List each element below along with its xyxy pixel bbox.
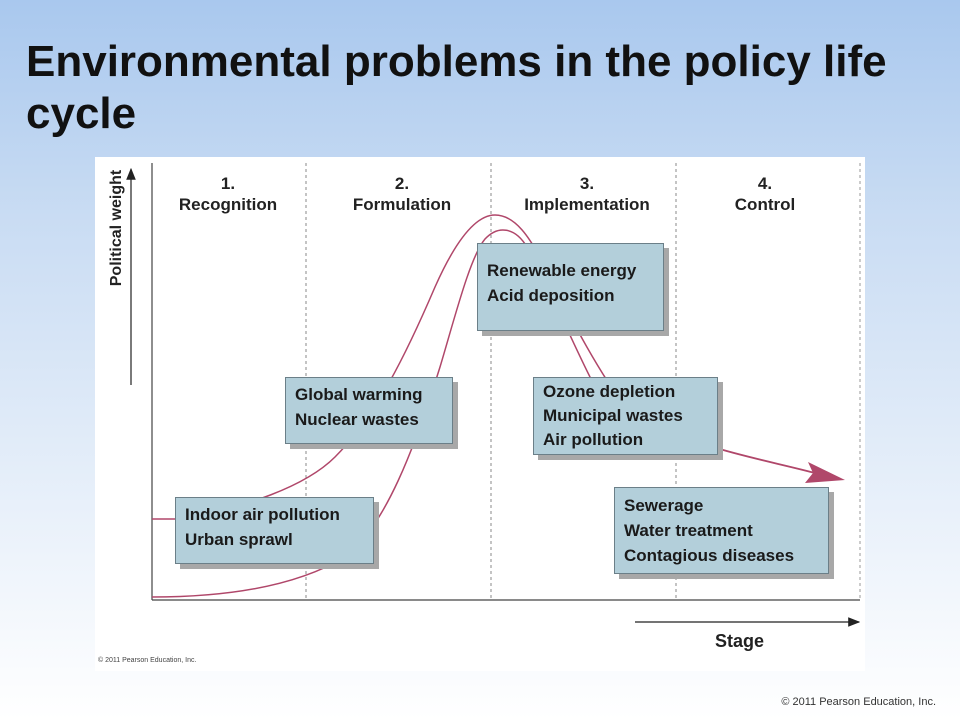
box-formulation-problems: Global warming Nuclear wastes <box>285 377 453 444</box>
problem-item: Nuclear wastes <box>295 410 419 429</box>
x-axis-label: Stage <box>715 631 765 651</box>
figure-credit: © 2011 Pearson Education, Inc. <box>98 657 197 664</box>
decline-arrow-line <box>712 446 816 474</box>
box-implementation-peak-problems: Renewable energy Acid deposition <box>477 243 664 331</box>
life-cycle-curve-inner <box>151 229 716 598</box>
problem-item: Ozone depletion <box>543 382 676 401</box>
stage-label-recognition: 1. Recognition <box>143 173 313 215</box>
slide-credit: © 2011 Pearson Education, Inc. <box>781 696 936 708</box>
stage-label-formulation: 2. Formulation <box>317 173 487 215</box>
slide-title: Environmental problems in the policy lif… <box>26 37 887 138</box>
problem-item: Acid deposition <box>487 286 615 305</box>
policy-life-cycle-diagram: 1. Recognition 2. Formulation 3. Impleme… <box>95 157 865 671</box>
stage-name: Formulation <box>352 195 452 214</box>
problem-item: Air pollution <box>543 430 644 449</box>
stage-number: 1. <box>220 174 236 193</box>
stage-label-implementation: 3. Implementation <box>502 173 672 215</box>
stage-label-control: 4. Control <box>680 173 850 215</box>
problem-item: Global warming <box>295 385 423 404</box>
stage-number: 2. <box>394 174 410 193</box>
problem-item: Urban sprawl <box>185 530 293 549</box>
problem-item: Sewerage <box>624 496 704 515</box>
stage-name: Control <box>734 195 796 214</box>
problem-item: Indoor air pollution <box>185 505 340 524</box>
problem-item: Contagious diseases <box>624 546 795 565</box>
y-axis-label: Political weight <box>108 169 125 287</box>
stage-number: 3. <box>579 174 595 193</box>
problem-item: Municipal wastes <box>543 406 683 425</box>
problem-item: Renewable energy <box>487 261 637 280</box>
stage-name: Recognition <box>178 195 278 214</box>
stage-number: 4. <box>757 174 773 193</box>
decline-arrowhead <box>805 462 845 483</box>
stage-name: Implementation <box>524 195 650 214</box>
box-implementation-decline-problems: Ozone depletion Municipal wastes Air pol… <box>533 377 718 455</box>
diagram-canvas <box>126 163 861 627</box>
problem-item: Water treatment <box>624 521 753 540</box>
box-control-problems: Sewerage Water treatment Contagious dise… <box>614 487 829 574</box>
box-recognition-problems: Indoor air pollution Urban sprawl <box>175 497 374 564</box>
